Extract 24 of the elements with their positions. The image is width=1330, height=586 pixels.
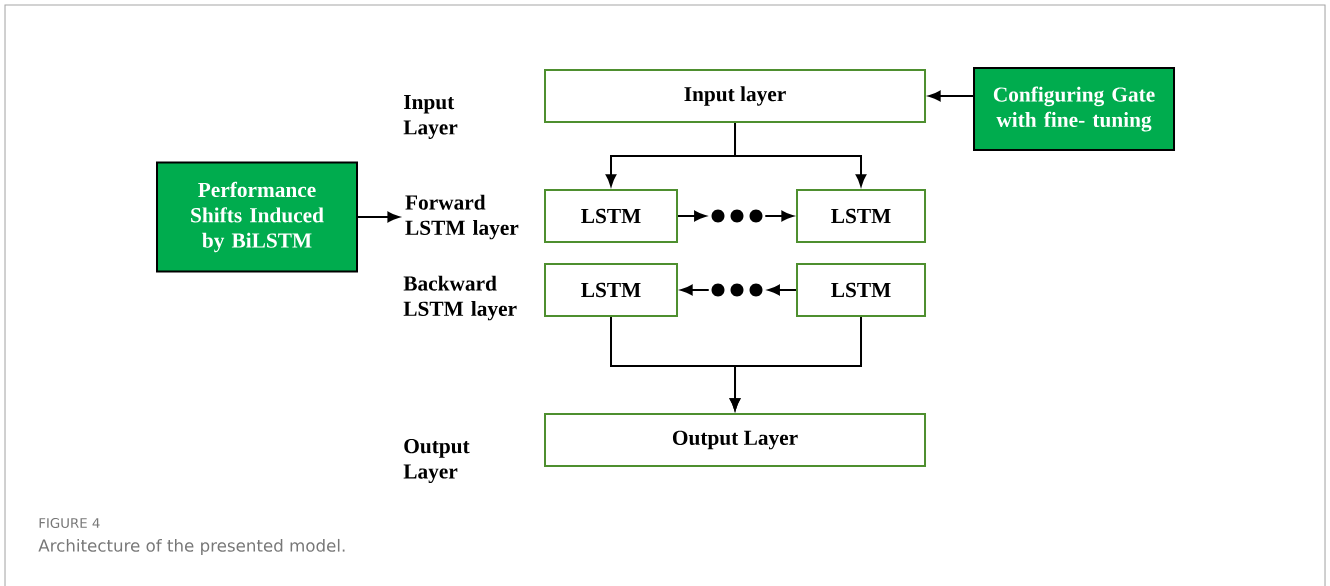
arrow [677,210,706,222]
figure-number: FIGURE 4 [39,517,100,529]
layer-box: LSTM [544,263,678,317]
process-box: Configuring Gate with fine- tuning [973,67,1175,151]
arrow [680,284,710,296]
figure-caption: Architecture of the presented model. [38,538,345,556]
arrow [734,122,867,187]
layer-label: Output Layer [403,439,470,484]
process-box: Performance Shifts Induced by BiLSTM [156,161,358,273]
layer-box: LSTM [796,263,926,317]
layer-label: Backward LSTM layer [403,275,517,321]
layer-label: Forward LSTM layer [405,194,519,240]
arrow [729,316,862,411]
layer-box: Input layer [544,69,926,123]
layer-box: LSTM [796,189,926,243]
layer-label: Input Layer [403,95,458,139]
layer-box: Output Layer [544,413,926,467]
ellipsis-dots [711,283,763,297]
arrow [764,210,794,222]
arrow [357,211,400,223]
arrow [768,284,797,296]
layer-box: LSTM [544,189,678,243]
arrow [928,90,974,102]
ellipsis-dots [711,209,763,223]
